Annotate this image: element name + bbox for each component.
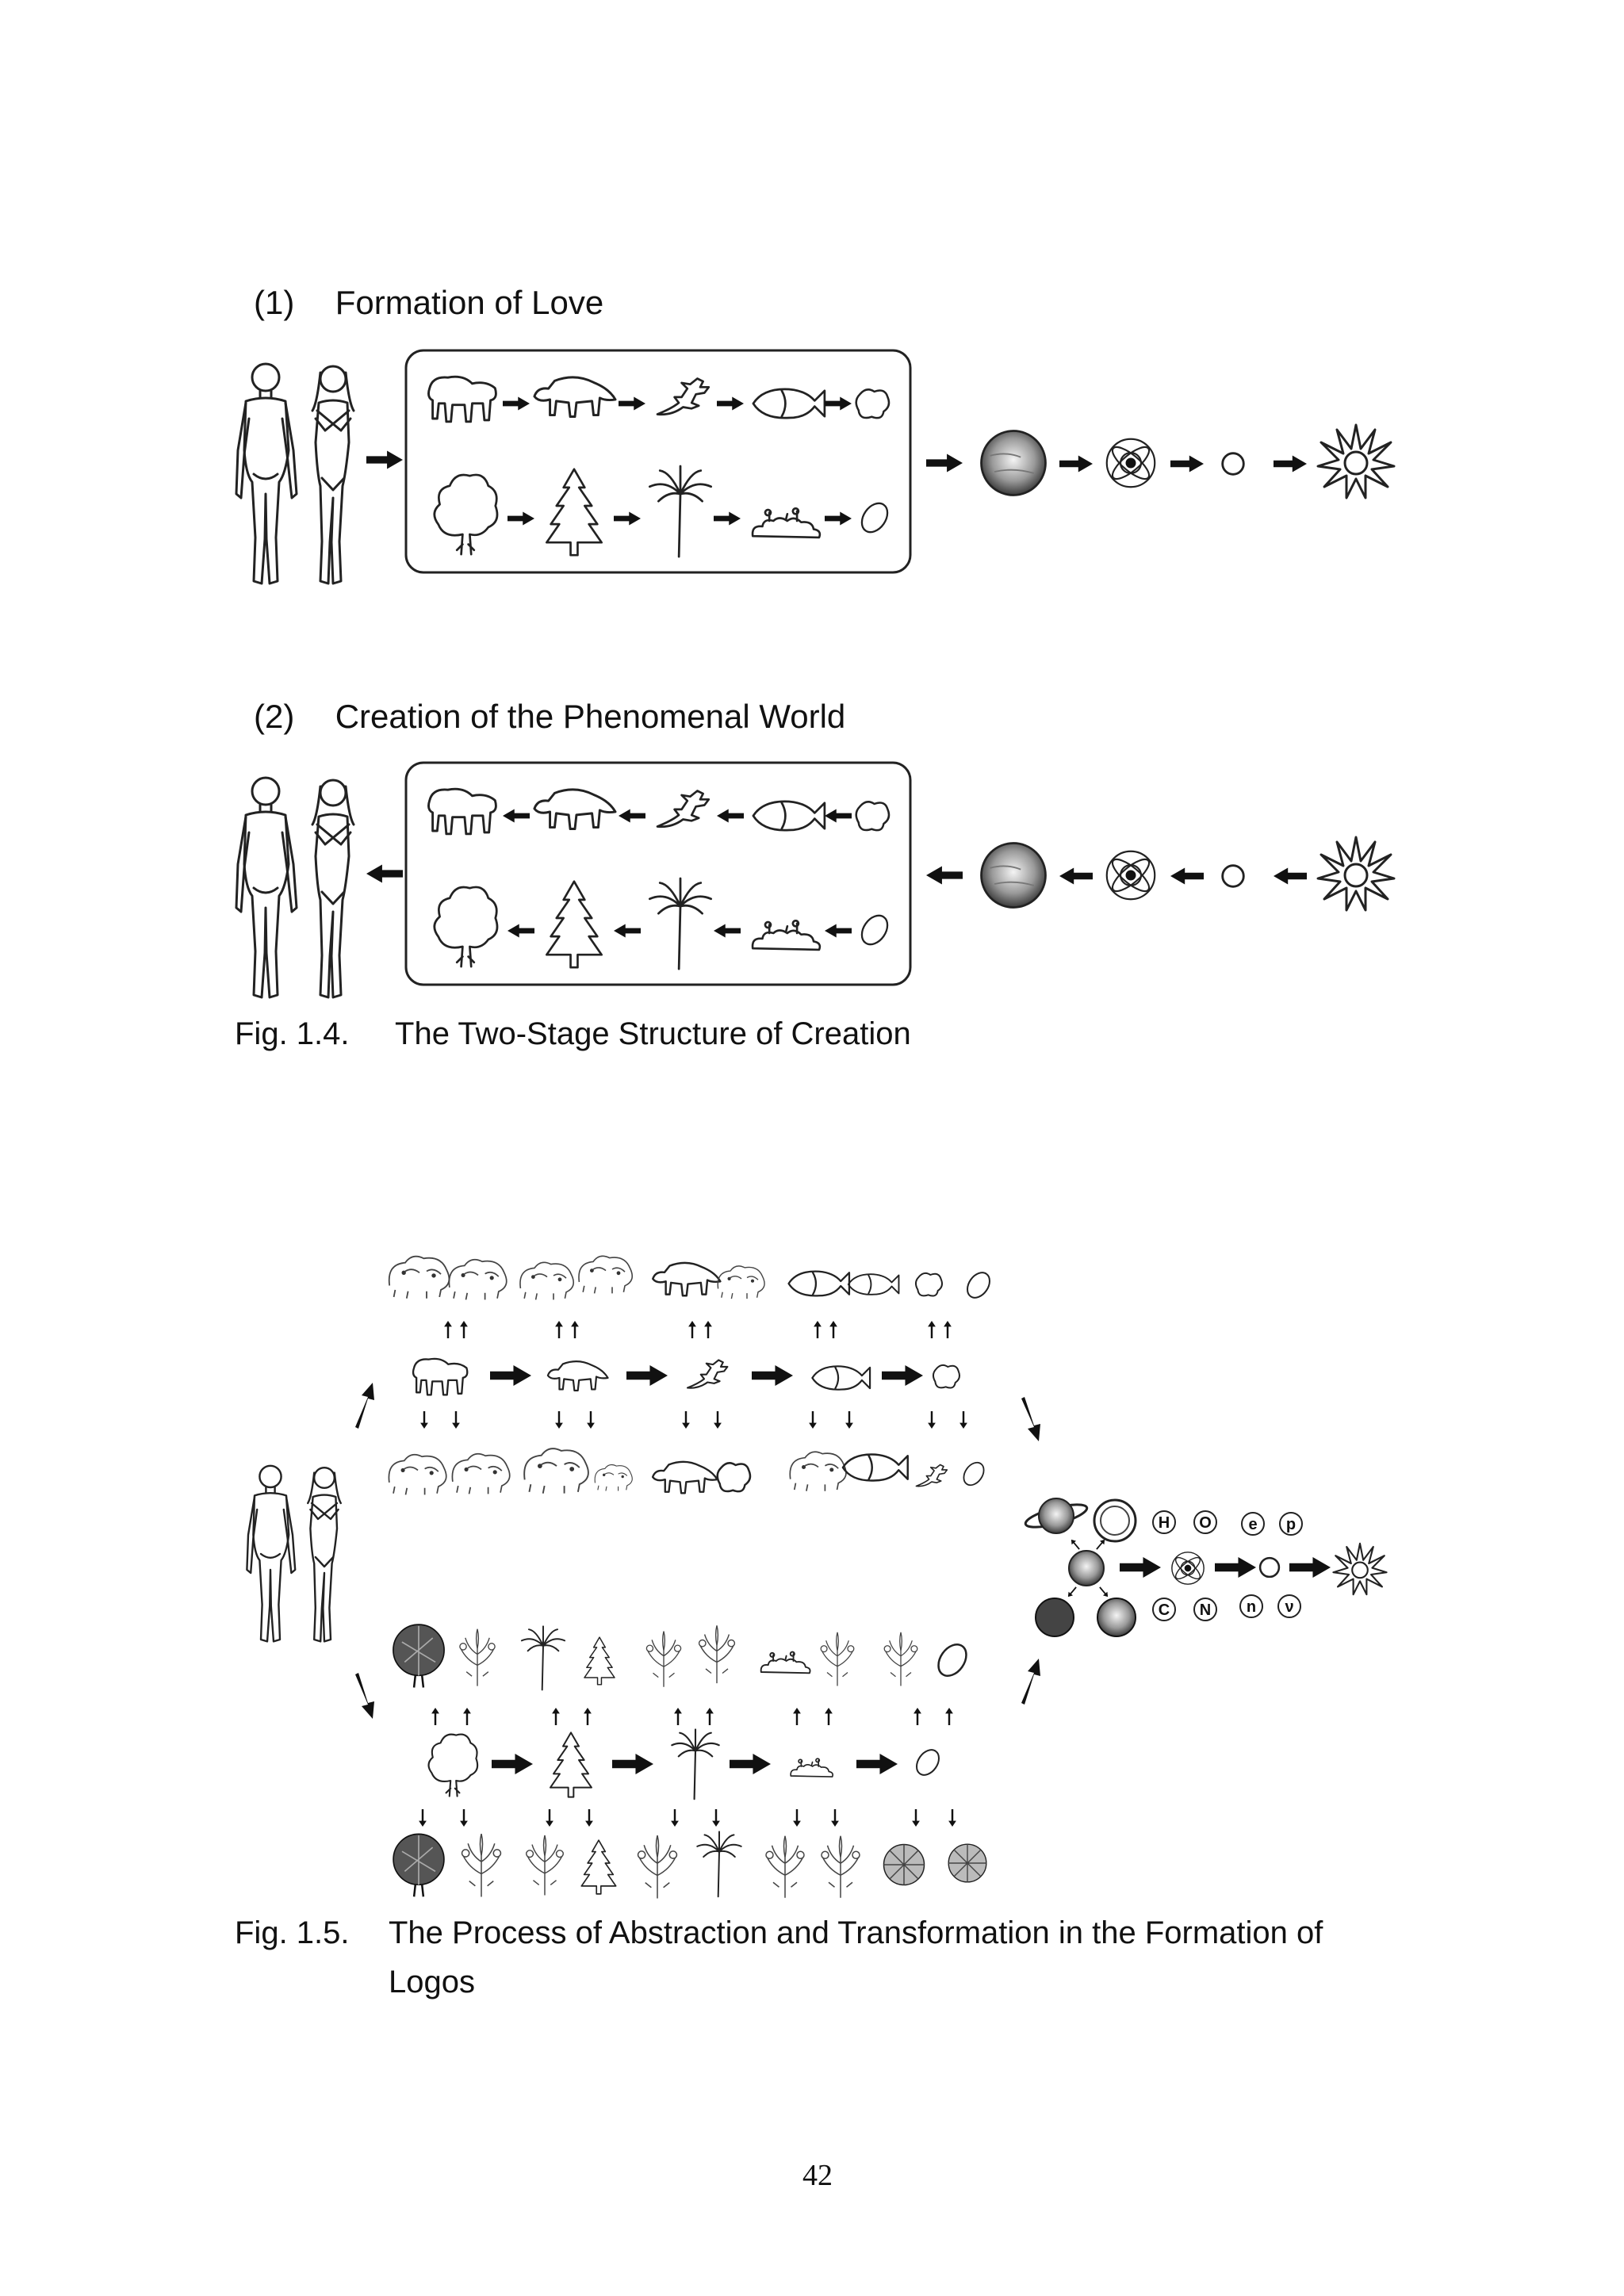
figure-1-5-caption-line-1: The Process of Abstraction and Transform… [389,1915,1323,1950]
cosmic-cluster [1024,1498,1388,1637]
saturn-icon [1024,1498,1089,1534]
lifeform-box [404,761,912,986]
section-1-title: Formation of Love [335,284,604,321]
particle-n-label: n [1247,1598,1256,1616]
jupiter-icon [1097,1598,1136,1637]
particle-H-label: H [1159,1514,1170,1532]
particle-N-label: N [1200,1601,1211,1619]
section-2-number: (2) [254,698,295,735]
arrow-up-right-icon [355,1383,374,1429]
diagonal-arrows [355,1383,1040,1719]
lifeform-box [404,349,912,574]
particle-O: O [1193,1510,1217,1534]
figure-1-5-caption-line-2: Logos [389,1965,475,1999]
particle-O-label: O [1199,1514,1212,1532]
figure-1-4-label: Fig. 1.4. [235,1016,350,1051]
particle-C: C [1152,1598,1176,1621]
figure-1-5-caption: Fig. 1.5. The Process of Abstraction and … [235,1915,1323,1951]
particle-N: N [1193,1598,1217,1621]
particle-e: e [1241,1512,1265,1536]
particle-n: n [1239,1594,1263,1618]
arrow-up-right-icon [1021,1659,1040,1705]
particle-p: p [1279,1512,1303,1536]
particle-e-label: e [1248,1516,1257,1533]
page-number: 42 [802,2159,833,2192]
figure-1-4-caption: Fig. 1.4. The Two-Stage Structure of Cre… [235,1016,911,1052]
arrow-down-right-icon [1021,1397,1040,1441]
figure-1-4-caption-text: The Two-Stage Structure of Creation [395,1016,911,1051]
figure-1-5-label: Fig. 1.5. [235,1915,350,1950]
particle-nu-label: ν [1285,1598,1293,1616]
particle-nu: ν [1277,1594,1301,1618]
section-1-number: (1) [254,284,295,321]
particle-C-label: C [1159,1601,1170,1619]
section-2-heading: (2) Creation of the Phenomenal World [254,698,845,736]
sun-icon [1093,1498,1137,1543]
planet-icon [1068,1550,1105,1586]
particle-p-label: p [1286,1516,1296,1533]
earth-icon [1035,1598,1074,1637]
particle-H: H [1152,1510,1176,1534]
section-1-heading: (1) Formation of Love [254,284,603,322]
arrow-down-right-icon [355,1673,374,1719]
section-2-title: Creation of the Phenomenal World [335,698,846,735]
